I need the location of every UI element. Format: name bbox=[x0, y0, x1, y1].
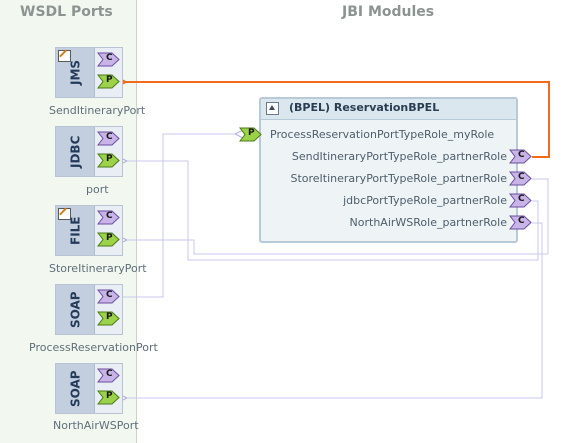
binding-label: JDBC bbox=[68, 135, 83, 168]
port-name: port bbox=[86, 183, 109, 196]
port-name: SendItineraryPort bbox=[49, 104, 146, 117]
wire-store-itinerary[interactable] bbox=[126, 178, 549, 255]
partner-role-label: jdbcPortTypeRole_partnerRole bbox=[343, 194, 507, 207]
collapse-icon[interactable] bbox=[266, 102, 279, 115]
provider-connector[interactable]: P bbox=[96, 153, 121, 168]
provider-connector[interactable]: P bbox=[96, 74, 121, 89]
provider-connector[interactable]: P bbox=[96, 390, 121, 405]
partner-role-label: StoreItineraryPortTypeRole_partnerRole bbox=[290, 172, 507, 185]
wire-north-air[interactable] bbox=[126, 222, 543, 398]
consumer-connector[interactable]: C bbox=[508, 149, 533, 164]
module-title-bar[interactable]: (BPEL) ReservationBPEL bbox=[261, 99, 516, 120]
wire-jdbc[interactable] bbox=[126, 161, 539, 261]
consumer-connector[interactable]: C bbox=[508, 193, 533, 208]
jbi-modules-header: JBI Modules bbox=[342, 4, 435, 20]
partner-role-label: NorthAirWSRole_partnerRole bbox=[349, 216, 507, 229]
wire-process-reservation[interactable] bbox=[120, 134, 236, 298]
partner-role-label: SendItineraryPortTypeRole_partnerRole bbox=[291, 150, 507, 163]
edit-icon[interactable] bbox=[58, 208, 71, 220]
consumer-connector[interactable]: C bbox=[508, 171, 533, 186]
binding-label: SOAP bbox=[68, 370, 83, 407]
consumer-connector[interactable]: C bbox=[96, 131, 121, 146]
consumer-connector[interactable]: C bbox=[96, 210, 121, 225]
provider-connector[interactable]: P bbox=[238, 127, 263, 142]
port-name: ProcessReservationPort bbox=[29, 341, 158, 354]
my-role-label: ProcessReservationPortTypeRole_myRole bbox=[270, 128, 495, 141]
bpel-module[interactable]: (BPEL) ReservationBPEL ProcessReservatio… bbox=[259, 97, 518, 243]
consumer-connector[interactable]: C bbox=[508, 215, 533, 230]
consumer-connector[interactable]: C bbox=[96, 52, 121, 67]
provider-connector[interactable]: P bbox=[96, 232, 121, 247]
binding-label: FILE bbox=[68, 216, 83, 245]
port-name: NorthAirWSPort bbox=[53, 419, 139, 432]
wsdl-ports-header: WSDL Ports bbox=[20, 4, 113, 20]
binding-label: JMS bbox=[68, 59, 83, 86]
module-title: (BPEL) ReservationBPEL bbox=[289, 101, 440, 114]
consumer-connector[interactable]: C bbox=[96, 368, 121, 383]
port-name: StoreItineraryPort bbox=[49, 262, 147, 275]
consumer-connector[interactable]: C bbox=[96, 289, 121, 304]
wire-send-itinerary[interactable] bbox=[118, 77, 550, 158]
provider-connector[interactable]: P bbox=[96, 311, 121, 326]
edit-icon[interactable] bbox=[58, 50, 71, 62]
binding-label: SOAP bbox=[68, 291, 83, 328]
